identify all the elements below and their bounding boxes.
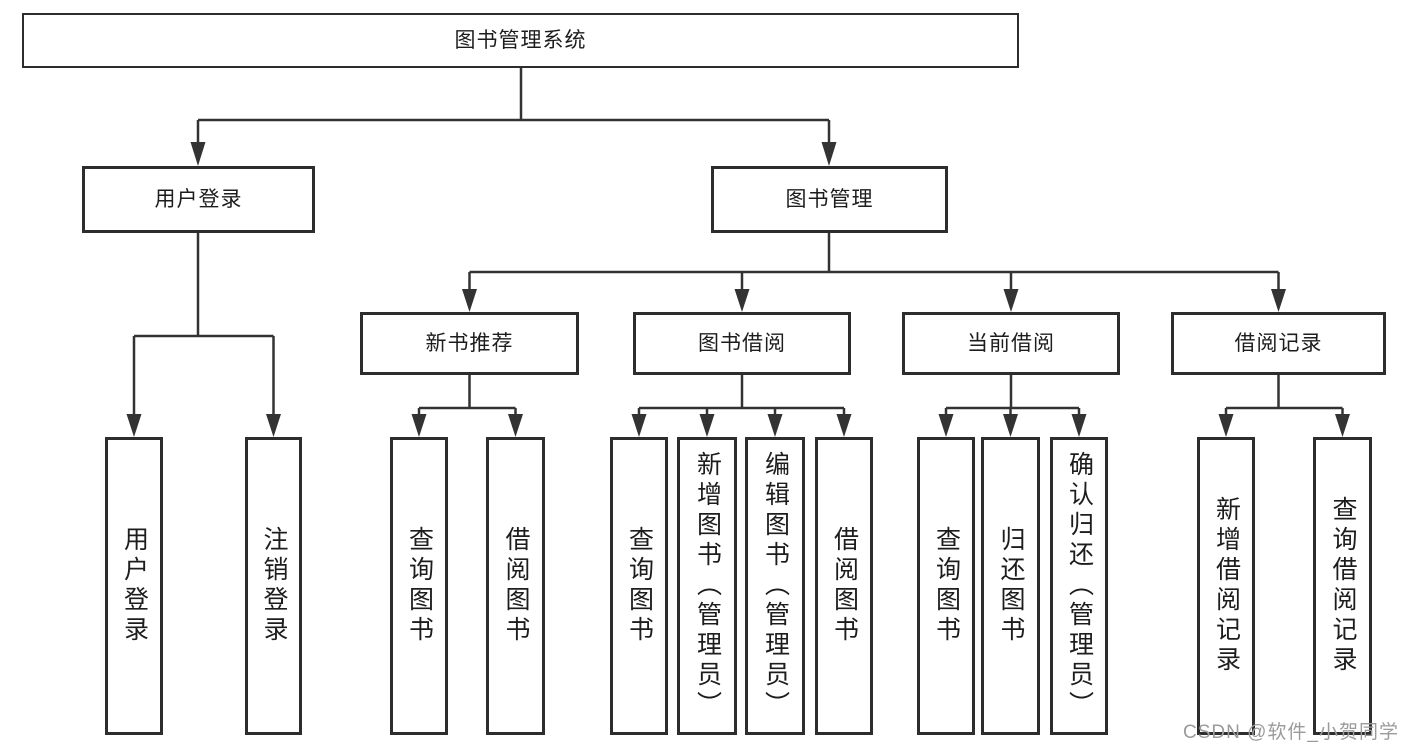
leaf-add-borrow-record: 新增借阅记录 — [1197, 437, 1255, 735]
leaf-borrow-query-books: 查询图书 — [610, 437, 668, 735]
leaf-query-borrow-record: 查询借阅记录 — [1313, 437, 1372, 735]
connector-root-to-level2 — [190, 68, 837, 166]
node-new-book-recommend-label: 新书推荐 — [425, 332, 514, 355]
node-user-login-label: 用户登录 — [154, 188, 243, 211]
connector-borrow-to-leaves — [631, 375, 852, 437]
node-new-book-recommend: 新书推荐 — [360, 312, 579, 375]
leaf-borrow-borrow-books-label: 借阅图书 — [830, 526, 859, 646]
leaf-newbook-borrow-books: 借阅图书 — [486, 437, 545, 735]
leaf-current-query-books: 查询图书 — [917, 437, 975, 735]
node-book-management: 图书管理 — [711, 166, 948, 233]
node-root-label: 图书管理系统 — [454, 29, 587, 52]
csdn-watermark: CSDN @软件_小贺同学 — [1183, 722, 1399, 743]
leaf-return-books: 归还图书 — [981, 437, 1040, 735]
leaf-newbook-query-books: 查询图书 — [390, 437, 448, 735]
leaf-user-login: 用户登录 — [105, 437, 163, 735]
leaf-borrow-query-books-label: 查询图书 — [625, 526, 654, 646]
leaf-borrow-borrow-books: 借阅图书 — [815, 437, 873, 735]
node-book-borrowing-label: 图书借阅 — [698, 332, 786, 355]
node-current-borrowing: 当前借阅 — [902, 312, 1120, 375]
leaf-return-books-label: 归还图书 — [997, 526, 1025, 646]
leaf-current-query-books-label: 查询图书 — [932, 526, 961, 646]
leaf-edit-books-admin-label: 编辑图书（管理员） — [761, 451, 790, 721]
connector-userlogin-to-leaves — [126, 233, 281, 437]
leaf-query-borrow-record-label: 查询借阅记录 — [1329, 496, 1357, 676]
leaf-newbook-query-books-label: 查询图书 — [405, 526, 434, 646]
leaf-add-borrow-record-label: 新增借阅记录 — [1212, 496, 1241, 676]
node-borrowing-records-label: 借阅记录 — [1234, 332, 1323, 355]
node-borrowing-records: 借阅记录 — [1171, 312, 1386, 375]
leaf-logout-label: 注销登录 — [260, 526, 288, 646]
leaf-confirm-return-admin: 确认归还（管理员） — [1050, 437, 1108, 735]
node-book-management-label: 图书管理 — [785, 188, 874, 211]
connector-bookmgmt-to-level3 — [462, 233, 1286, 312]
leaf-edit-books-admin: 编辑图书（管理员） — [745, 437, 805, 735]
connector-newbook-to-leaves — [411, 375, 523, 437]
leaf-newbook-borrow-books-label: 借阅图书 — [502, 526, 530, 646]
leaf-add-books-admin-label: 新增图书（管理员） — [693, 451, 722, 721]
node-root-system: 图书管理系统 — [22, 13, 1019, 68]
connector-records-to-leaves — [1218, 375, 1350, 437]
leaf-confirm-return-admin-label: 确认归还（管理员） — [1065, 451, 1094, 721]
node-book-borrowing: 图书借阅 — [633, 312, 851, 375]
leaf-add-books-admin: 新增图书（管理员） — [677, 437, 737, 735]
leaf-user-login-label: 用户登录 — [120, 526, 149, 646]
leaf-logout: 注销登录 — [245, 437, 302, 735]
node-user-login: 用户登录 — [82, 166, 315, 233]
connector-current-to-leaves — [938, 375, 1087, 437]
node-current-borrowing-label: 当前借阅 — [967, 332, 1055, 355]
